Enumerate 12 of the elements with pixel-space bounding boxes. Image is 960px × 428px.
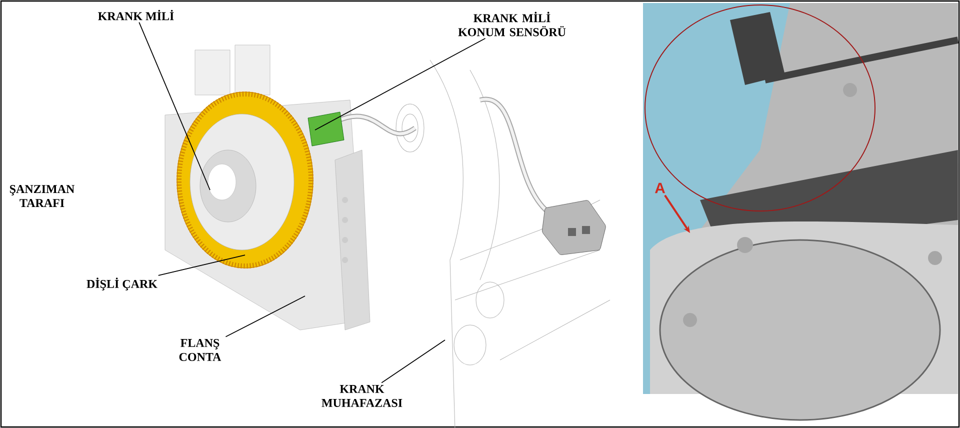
part-label: KRANK MİLİ KONUM SENSÖRÜ	[458, 12, 566, 36]
leader-line	[158, 254, 246, 276]
leader-line	[225, 296, 306, 338]
leader-line	[381, 340, 446, 384]
part-label: FLANŞ CONTA	[179, 338, 222, 362]
part-label: KRANK MİLİ	[98, 10, 174, 20]
leader-line	[138, 22, 210, 190]
leader-line	[314, 38, 486, 130]
part-label: A	[654, 182, 666, 194]
part-label: ŞANZIMAN TARAFI	[10, 185, 74, 207]
part-label: KRANK MUHAFAZASI	[322, 385, 402, 408]
part-label: DİŞLİ ÇARK	[86, 278, 158, 290]
